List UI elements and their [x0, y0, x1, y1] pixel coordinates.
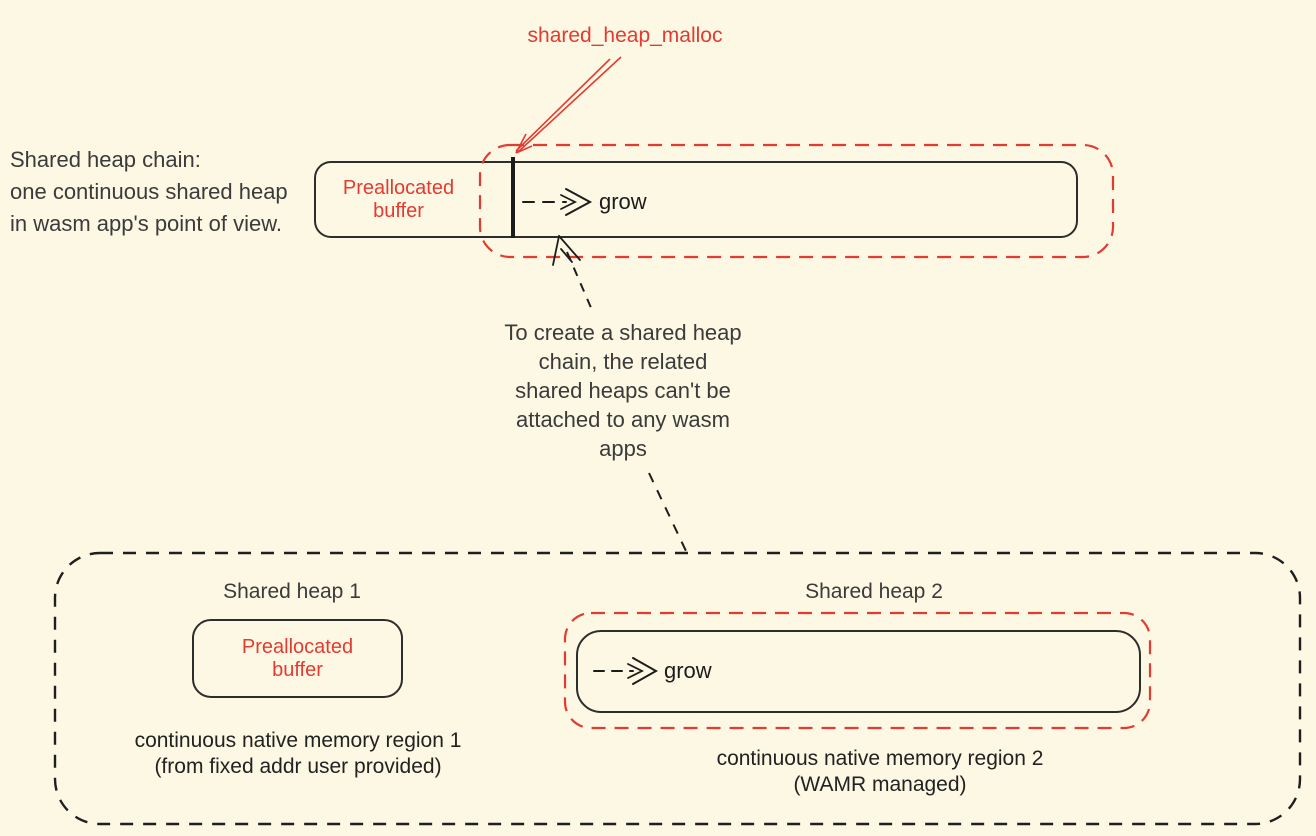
middle-note: To create a shared heap chain, the relat…: [448, 318, 798, 463]
chain-note-line: one continuous shared heap: [10, 179, 288, 204]
heap2-caption: continuous native memory region 2 (WAMR …: [700, 746, 1060, 798]
middle-note-line: apps: [599, 436, 647, 461]
connector-dashed-line-2: [648, 472, 687, 552]
malloc-arrow: [515, 56, 622, 154]
heap1-buffer-line: buffer: [272, 659, 323, 681]
heap2-grow-arrow: [593, 657, 659, 685]
heap1-caption-line: continuous native memory region 1: [134, 729, 462, 752]
chain-note-line: Shared heap chain:: [10, 147, 201, 172]
grow-label: grow: [599, 189, 647, 214]
connector-dashed-line-1: [566, 251, 593, 311]
middle-note-line: shared heaps can't be: [515, 378, 731, 403]
heap2-grow-label: grow: [664, 658, 712, 683]
grow-arrow: [522, 188, 593, 216]
heap2-caption-line: (WAMR managed): [793, 773, 967, 796]
middle-note-line: attached to any wasm: [515, 407, 730, 432]
chain-note-line: in wasm app's point of view.: [10, 211, 283, 236]
middle-note-line: chain, the related: [538, 349, 708, 374]
preallocated-buffer-line: Preallocated: [342, 177, 455, 199]
preallocated-buffer-label: Preallocated buffer: [321, 177, 476, 223]
heap1-buffer-label: Preallocated buffer: [193, 636, 402, 682]
heap1-caption-line: (from fixed addr user provided): [154, 755, 442, 778]
heap2-title: Shared heap 2: [805, 580, 943, 603]
shared-heap-chain-outline: [478, 143, 1115, 259]
pointer-arrow: [552, 235, 581, 266]
heap1-caption: continuous native memory region 1 (from …: [118, 728, 478, 780]
heap1-title: Shared heap 1: [223, 580, 361, 603]
heap2-box: [576, 630, 1141, 713]
middle-note-line: To create a shared heap: [504, 320, 742, 345]
preallocated-buffer-line: buffer: [373, 200, 424, 222]
heap2-caption-line: continuous native memory region 2: [716, 747, 1044, 770]
heap1-buffer-line: Preallocated: [241, 636, 354, 658]
heap2-outline: [563, 611, 1152, 730]
chain-note: Shared heap chain: one continuous shared…: [10, 144, 288, 240]
malloc-label: shared_heap_malloc: [527, 24, 723, 47]
